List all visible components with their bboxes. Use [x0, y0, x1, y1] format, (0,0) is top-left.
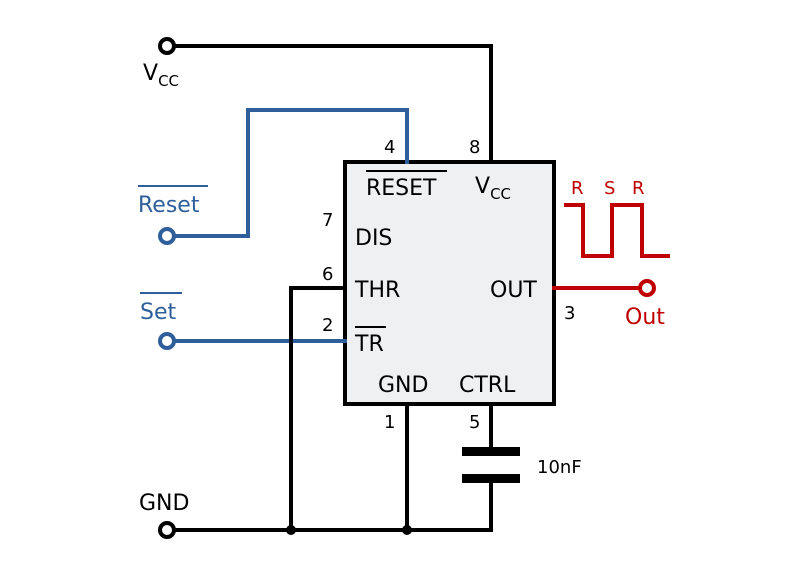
reset-terminal[interactable]	[158, 227, 176, 245]
pin-number-5: 5	[469, 412, 480, 433]
pin-number-7: 7	[322, 210, 333, 231]
pin-number-2: 2	[322, 315, 333, 336]
gnd-terminal[interactable]	[158, 521, 176, 539]
waveform-label-r1: R	[571, 178, 584, 199]
chip-out-label: OUT	[490, 278, 537, 303]
vcc-terminal[interactable]	[158, 37, 176, 55]
chip-dis-label: DIS	[355, 226, 392, 251]
vcc-wire	[173, 44, 493, 164]
set-terminal[interactable]	[158, 332, 176, 350]
gnd-rail	[173, 476, 493, 532]
pin-number-8: 8	[469, 137, 480, 158]
thr-wire	[289, 286, 347, 532]
timer-chip-body	[343, 160, 556, 406]
chip-vcc-label: VCC	[475, 174, 511, 203]
chip-thr-label: THR	[354, 278, 400, 303]
chip-tr-label: TR	[354, 332, 384, 357]
out-terminal-label: Out	[625, 305, 665, 330]
pin-number-3: 3	[564, 303, 575, 324]
pin-number-4: 4	[384, 137, 395, 158]
reset-wire	[173, 108, 409, 238]
pin-number-6: 6	[322, 264, 333, 285]
reset-terminal-label: Reset	[138, 193, 200, 218]
pin-number-1: 1	[384, 412, 395, 433]
capacitor-plate-top	[462, 447, 520, 456]
gnd-terminal-label: GND	[139, 491, 189, 516]
capacitor-plate-bottom	[462, 474, 520, 483]
out-terminal[interactable]	[638, 279, 656, 297]
chip-gnd-label: GND	[378, 373, 428, 398]
chip-reset-label: RESET	[366, 176, 437, 201]
junction-dot	[402, 525, 412, 535]
capacitor-value-label: 10nF	[537, 457, 582, 478]
set-terminal-label: Set	[140, 300, 177, 325]
chip-ctrl-label: CTRL	[459, 373, 516, 398]
waveform-label-s: S	[604, 178, 615, 199]
waveform-label-r2: R	[632, 178, 645, 199]
output-waveform	[564, 203, 670, 258]
junction-dot	[286, 525, 296, 535]
vcc-terminal-label: VCC	[143, 61, 179, 90]
